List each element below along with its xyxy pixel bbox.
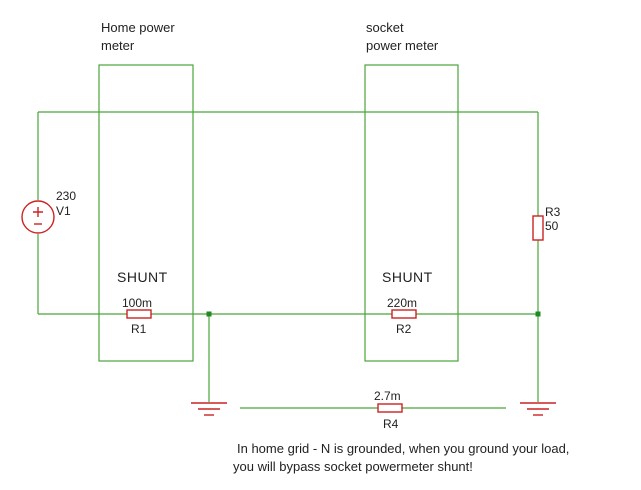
source-value-label: 230 <box>56 189 76 203</box>
voltage-source-plus <box>33 207 43 217</box>
r4-value-label: 2.7m <box>374 389 401 403</box>
socket-power-meter-box <box>364 64 459 362</box>
r2-value-label: 220m <box>387 296 417 310</box>
home-meter-shunt-label: SHUNT <box>117 269 168 285</box>
home-meter-title-line1: Home power <box>101 20 175 35</box>
resistor-r4 <box>377 403 403 413</box>
r1-name-label: R1 <box>131 322 147 336</box>
resistor-r3 <box>532 215 544 241</box>
resistor-r1 <box>126 309 152 319</box>
home-power-meter-box <box>98 64 194 362</box>
r4-name-label: R4 <box>383 417 399 431</box>
r2-name-label: R2 <box>396 322 412 336</box>
ground-symbol-right <box>520 402 556 416</box>
resistor-r2 <box>391 309 417 319</box>
ground-symbol-left <box>191 402 227 416</box>
source-name-label: V1 <box>56 204 71 218</box>
junction-dot <box>535 311 541 317</box>
note-line1: In home grid - N is grounded, when you g… <box>237 441 569 456</box>
home-meter-title-line2: meter <box>101 38 135 53</box>
r1-value-label: 100m <box>122 296 152 310</box>
socket-meter-title-line2: power meter <box>366 38 439 53</box>
junction-dot <box>206 311 212 317</box>
r3-value-label: 50 <box>545 219 559 233</box>
socket-meter-shunt-label: SHUNT <box>382 269 433 285</box>
note-line2: you will bypass socket powermeter shunt! <box>233 459 473 474</box>
socket-meter-title-line1: socket <box>366 20 404 35</box>
r3-name-label: R3 <box>545 205 561 219</box>
